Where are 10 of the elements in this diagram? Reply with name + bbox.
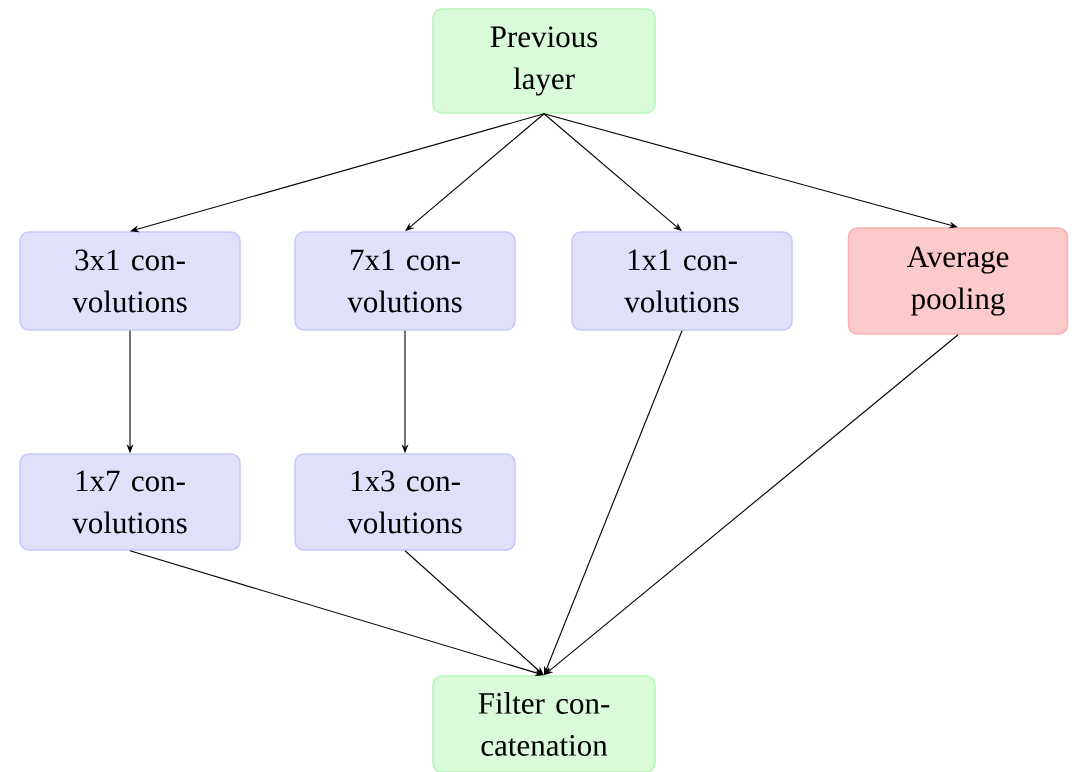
- convolution-box: 1x1 con- volutions: [571, 231, 793, 331]
- pooling-box: Average pooling: [847, 227, 1069, 335]
- convolution-box: 7x1 con- volutions: [294, 231, 516, 331]
- convolution-box: 1x7 con- volutions: [19, 453, 241, 551]
- layer-box: Filter con- catenation: [432, 675, 656, 772]
- layer-box: Previous layer: [432, 8, 656, 114]
- arrow: [543, 113, 958, 229]
- convolution-box: 1x3 con- volutions: [294, 453, 516, 551]
- arrow: [130, 113, 545, 233]
- convolution-box: 3x1 con- volutions: [19, 231, 241, 331]
